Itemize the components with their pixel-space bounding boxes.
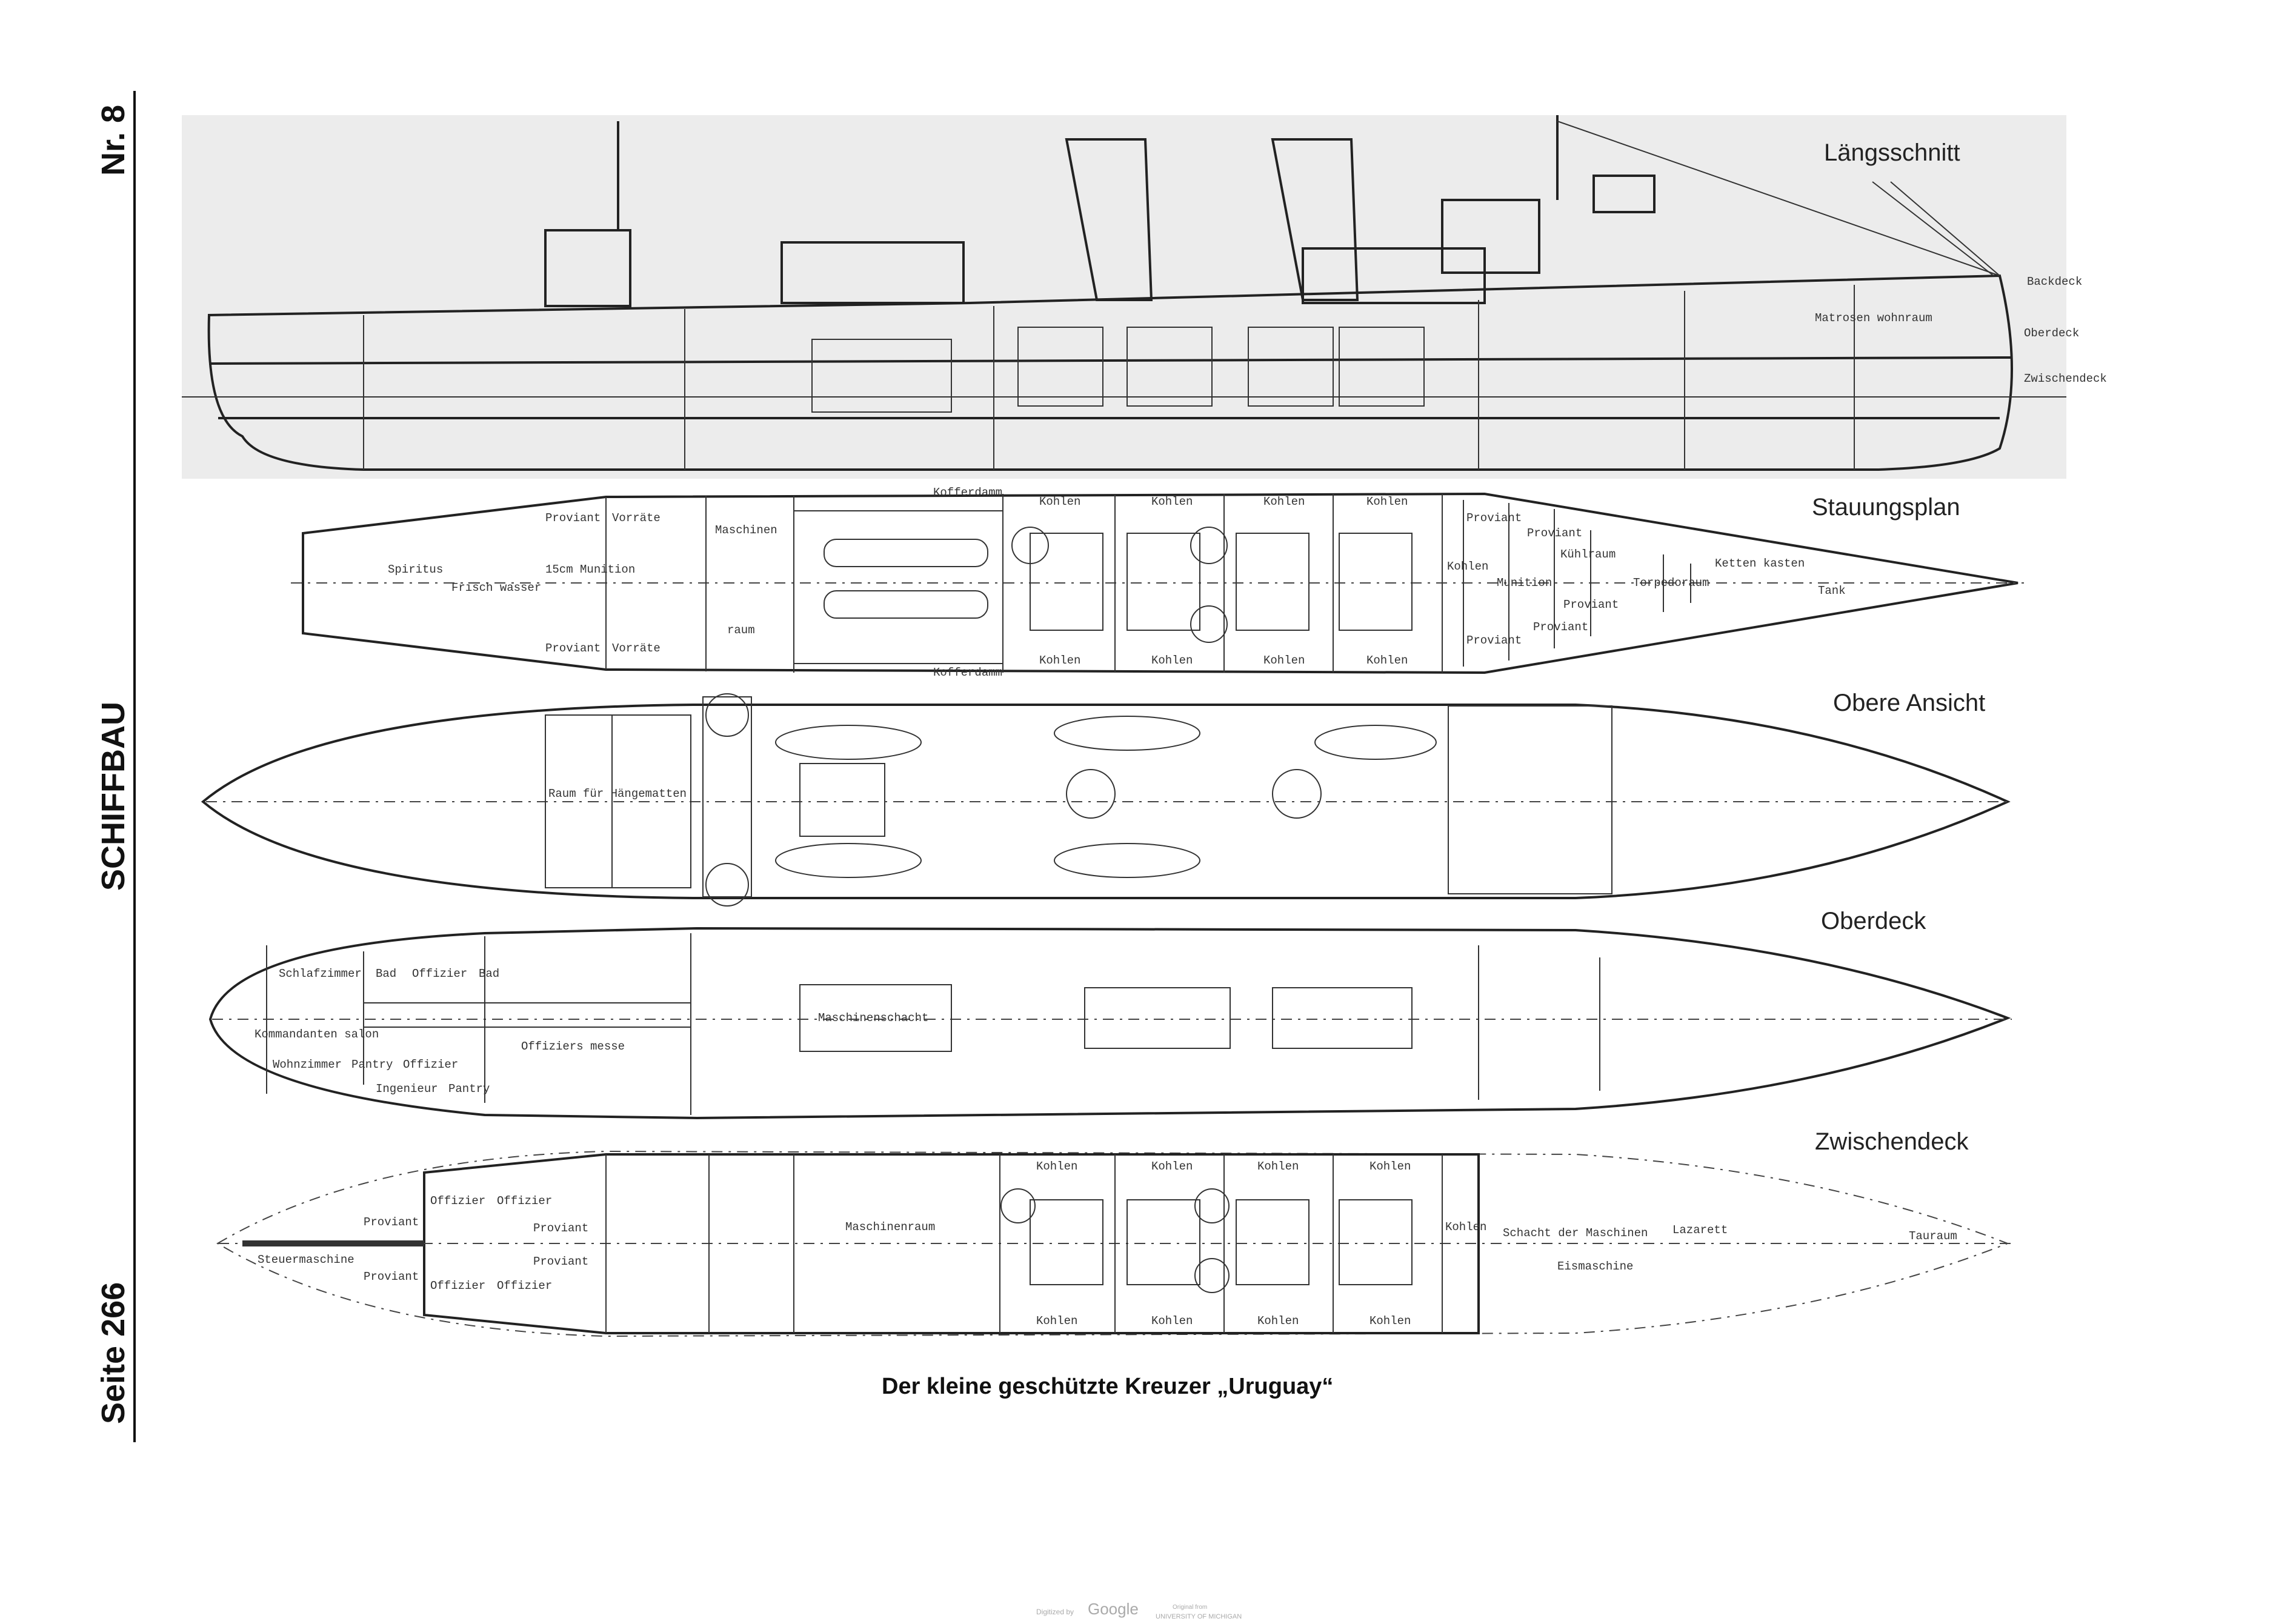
view-laengsschnitt: Längsschnitt Backdeck Oberdeck Zwischend…	[182, 115, 2107, 479]
page-number: Seite 266	[95, 1282, 131, 1424]
room-label: Lazarett	[1672, 1223, 1728, 1237]
room-label: Offizier	[430, 1279, 485, 1293]
deck-label: Oberdeck	[2024, 327, 2079, 340]
room-label: Kohlen	[1445, 1220, 1486, 1234]
room-label: Torpedoraum	[1633, 576, 1709, 590]
view-title: Längsschnitt	[1824, 139, 1960, 166]
google-logo: Google	[1088, 1600, 1139, 1618]
view-oberdeck: Oberdeck Kommandanten salon Schlafzimmer…	[208, 908, 2012, 1120]
room-label: raum	[727, 624, 755, 637]
room-label: Maschinenschacht	[818, 1011, 928, 1025]
room-label: Kohlen	[1369, 1314, 1411, 1328]
room-label: Ketten kasten	[1715, 557, 1805, 570]
view-stauungsplan: Stauungsplan Kofferdamm Kofferdamm Provi…	[291, 486, 2024, 679]
room-label: Ingenieur	[376, 1082, 438, 1096]
view-title: Stauungsplan	[1812, 494, 1960, 521]
room-label: Kofferdamm	[933, 666, 1002, 679]
room-label: Offizier	[497, 1279, 552, 1293]
room-label: Kohlen	[1036, 1160, 1077, 1173]
room-label: Kohlen	[1369, 1160, 1411, 1173]
room-label: Maschinen	[715, 524, 777, 537]
room-label: Bad	[376, 967, 396, 980]
view-obere-ansicht: Obere Ansicht Raum für Hängematten	[201, 690, 2012, 907]
library-name: UNIVERSITY OF MICHIGAN	[1156, 1613, 1242, 1620]
journal-title: SCHIFFBAU	[95, 702, 131, 891]
room-label: Kohlen	[1151, 1160, 1193, 1173]
room-labels: Kommandanten salon Schlafzimmer Bad Wohn…	[255, 967, 928, 1096]
room-label: Proviant	[364, 1270, 419, 1283]
original-from: Original from	[1173, 1604, 1207, 1611]
room-label: Proviant	[545, 642, 601, 655]
view-title: Obere Ansicht	[1833, 690, 1985, 716]
room-label: Tauraum	[1909, 1230, 1957, 1243]
view-zwischendeck: Zwischendeck Steuermaschine Proviant Pro…	[216, 1128, 2012, 1337]
room-label: Pantry	[448, 1082, 490, 1096]
room-label: Pantry	[351, 1058, 393, 1071]
room-label: Offizier	[430, 1194, 485, 1208]
issue-number: Nr. 8	[95, 105, 131, 176]
room-label: Kohlen	[1039, 495, 1080, 508]
room-labels: Steuermaschine Proviant Proviant Offizie…	[258, 1160, 1957, 1328]
deck-label: Backdeck	[2027, 275, 2082, 288]
room-label: Kohlen	[1263, 654, 1305, 667]
room-label: Kohlen	[1366, 495, 1408, 508]
room-label: Spiritus	[388, 563, 443, 576]
room-label: Raum für Hängematten	[548, 787, 687, 800]
room-label: Proviant	[1527, 527, 1582, 540]
room-label: Proviant	[1466, 511, 1522, 525]
room-label: Steuermaschine	[258, 1253, 354, 1266]
room-label: Kofferdamm	[933, 486, 1002, 499]
room-label: Kohlen	[1151, 654, 1193, 667]
room-label: Proviant	[1466, 634, 1522, 647]
room-label: Tank	[1818, 584, 1846, 597]
room-label: Proviant	[364, 1216, 419, 1229]
room-label: Offizier	[403, 1058, 458, 1071]
room-label: Kohlen	[1151, 495, 1193, 508]
room-label: Offiziers messe	[521, 1040, 625, 1053]
digitization-footer: Digitized by Google Original from UNIVER…	[1036, 1600, 1242, 1620]
figure-caption: Der kleine geschützte Kreuzer „Uruguay“	[882, 1374, 1333, 1399]
room-label: Kohlen	[1447, 560, 1488, 573]
room-label: Kohlen	[1257, 1160, 1299, 1173]
room-label: Offizier	[412, 967, 467, 980]
room-label: Proviant	[545, 511, 601, 525]
view-title: Zwischendeck	[1815, 1128, 1969, 1155]
room-label: Wohnzimmer	[273, 1058, 342, 1071]
view-title: Oberdeck	[1821, 908, 1926, 934]
room-label: Kohlen	[1257, 1314, 1299, 1328]
room-label: Kohlen	[1039, 654, 1080, 667]
digitized-by: Digitized by	[1036, 1608, 1074, 1616]
room-label: Kohlen	[1036, 1314, 1077, 1328]
deck-label: Zwischendeck	[2024, 372, 2107, 385]
room-label: Offizier	[497, 1194, 552, 1208]
room-label: Proviant	[533, 1222, 588, 1235]
room-label: Munition	[1497, 576, 1552, 590]
room-label: Kohlen	[1151, 1314, 1193, 1328]
room-label: Frisch wasser	[451, 581, 541, 594]
room-label: Schlafzimmer	[279, 967, 362, 980]
room-label: 15cm Munition	[545, 563, 635, 576]
room-label: Matrosen wohnraum	[1815, 311, 1932, 325]
room-label: Kohlen	[1366, 654, 1408, 667]
room-label: Vorräte	[612, 642, 661, 655]
room-label: Eismaschine	[1557, 1260, 1633, 1273]
room-label: Proviant	[1563, 598, 1619, 611]
room-label: Kühlraum	[1560, 548, 1616, 561]
room-label: Schacht der Maschinen	[1503, 1226, 1648, 1240]
room-labels: Kofferdamm Kofferdamm Proviant Proviant …	[388, 486, 1846, 679]
room-label: Proviant	[533, 1255, 588, 1268]
room-label: Maschinenraum	[845, 1220, 935, 1234]
room-label: Proviant	[1533, 621, 1588, 634]
room-label: Kommandanten salon	[255, 1028, 379, 1041]
room-label: Vorräte	[612, 511, 661, 525]
room-label: Bad	[479, 967, 499, 980]
room-label: Kohlen	[1263, 495, 1305, 508]
